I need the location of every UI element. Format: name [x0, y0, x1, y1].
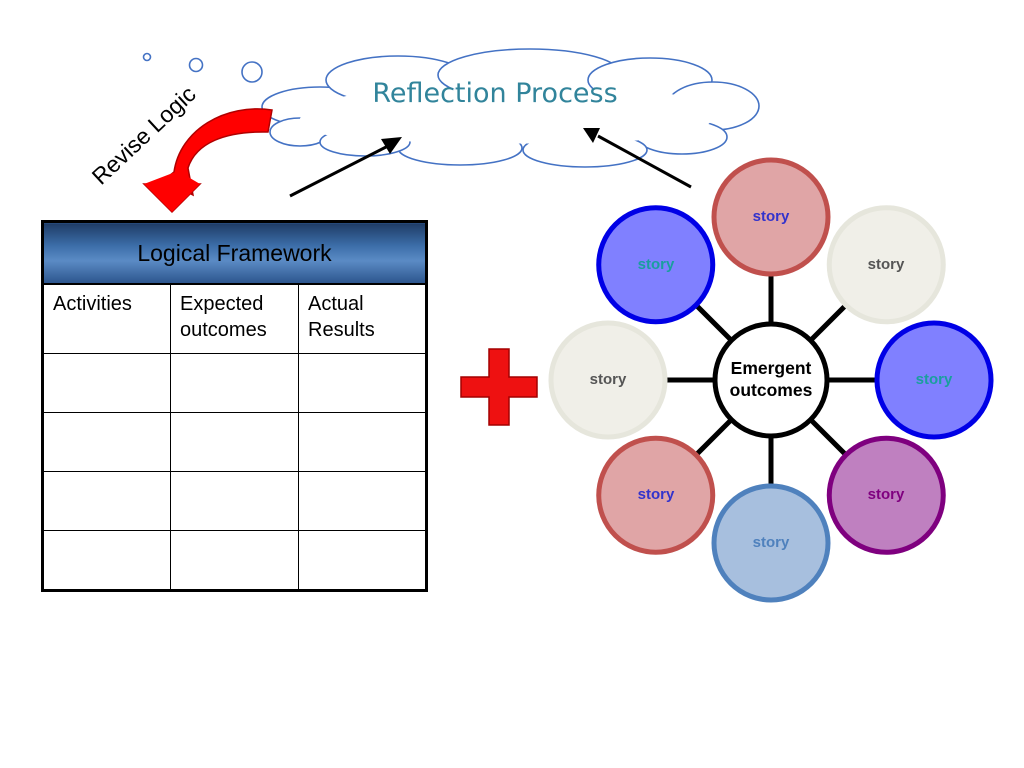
- emergent-outcomes-label: Emergent outcomes: [729, 358, 813, 400]
- story-label-top-left: story: [637, 256, 675, 273]
- logical-framework-title: Logical Framework: [42, 221, 427, 285]
- story-circle: [596, 435, 716, 555]
- arrowhead-right: [583, 128, 600, 143]
- hub-spoke: [808, 303, 848, 343]
- story-circle: [711, 157, 831, 277]
- hub-spoke: [694, 303, 734, 343]
- table-cell: [298, 530, 427, 591]
- story-circle: [874, 320, 994, 440]
- table-cell: [42, 530, 171, 591]
- column-header-activities: Activities: [42, 283, 171, 354]
- reflection-process-title: Reflection Process: [372, 78, 618, 109]
- thought-bubble-small: [142, 52, 152, 62]
- table-cell: [170, 471, 299, 531]
- arrows-to-cloud: [289, 128, 692, 198]
- story-label-right: story: [915, 371, 953, 388]
- story-circles: [548, 157, 994, 603]
- column-header-row: Activities Expected outcomes Actual Resu…: [42, 283, 427, 354]
- thought-bubble-medium: [188, 57, 204, 73]
- story-label-bottom-left: story: [637, 486, 675, 503]
- story-circle: [826, 205, 946, 325]
- hub-spoke: [694, 417, 734, 457]
- table-row: [42, 412, 427, 472]
- revise-logic-curved-arrow: [142, 108, 273, 214]
- story-circle: [826, 435, 946, 555]
- plus-icon: [460, 348, 538, 426]
- table-cell: [42, 471, 171, 531]
- story-label-bottom-right: story: [867, 486, 905, 503]
- story-label-bottom: story: [752, 534, 790, 551]
- table-cell: [42, 353, 171, 413]
- table-cell: [298, 412, 427, 472]
- story-circle: [548, 320, 668, 440]
- story-circle: [596, 205, 716, 325]
- emergent-outcomes-circle: [712, 321, 830, 439]
- arrowhead-left: [381, 137, 402, 154]
- table-row: [42, 471, 427, 531]
- story-circle: [711, 483, 831, 603]
- column-header-actual-results: Actual Results: [298, 283, 427, 354]
- table-row: [42, 353, 427, 413]
- story-label-top-right: story: [867, 256, 905, 273]
- thought-bubble-large: [241, 61, 263, 83]
- reflection-cloud: [261, 48, 760, 168]
- table-cell: [170, 412, 299, 472]
- column-header-expected-outcomes: Expected outcomes: [170, 283, 299, 354]
- hub-spokes: [665, 274, 877, 486]
- story-label-left: story: [589, 371, 627, 388]
- table-cell: [298, 471, 427, 531]
- table-row: [42, 530, 427, 591]
- logical-framework-table: Logical Framework Activities Expected ou…: [41, 220, 428, 592]
- table-cell: [298, 353, 427, 413]
- table-cell: [170, 353, 299, 413]
- table-cell: [42, 412, 171, 472]
- table-cell: [170, 530, 299, 591]
- hub-spoke: [808, 417, 848, 457]
- thought-bubbles: [142, 52, 263, 83]
- story-label-top: story: [752, 208, 790, 225]
